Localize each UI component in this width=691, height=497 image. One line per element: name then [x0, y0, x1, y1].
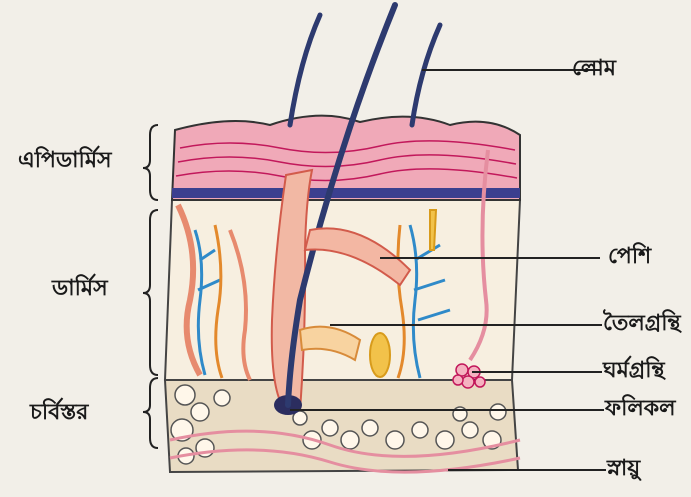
- label-fat-layer: চর্বিস্তর: [30, 402, 88, 424]
- label-sweat-gland: ঘর্মগ্রন্থি: [603, 360, 665, 382]
- fat-layer-block: [165, 380, 518, 472]
- label-nerve: স্নায়ু: [607, 458, 640, 480]
- layer-brackets: [143, 125, 158, 448]
- label-oil-gland: তৈলগ্রন্থি: [603, 313, 681, 335]
- label-epidermis: এপিডার্মিস: [18, 150, 112, 172]
- label-hair: লোম: [572, 58, 616, 80]
- label-muscle: পেশি: [608, 246, 651, 268]
- epidermis-block: [172, 116, 520, 200]
- label-dermis: ডার্মিস: [52, 278, 108, 300]
- label-follicle: ফলিকল: [605, 398, 676, 420]
